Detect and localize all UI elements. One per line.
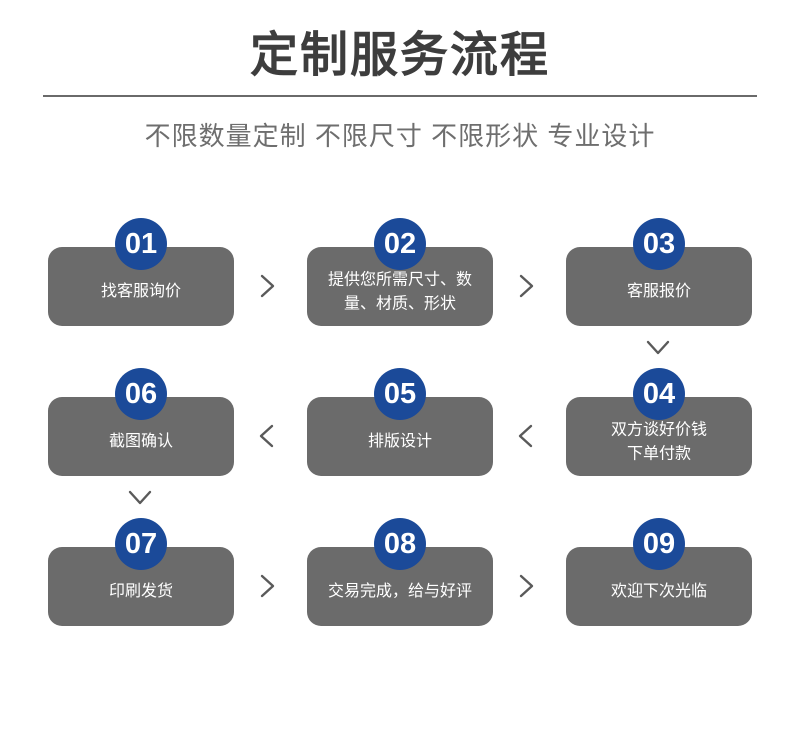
step-label: 截图确认: [108, 432, 173, 450]
page-title: 定制服务流程: [249, 29, 550, 82]
chevron-down-icon: [641, 335, 675, 361]
step-card-08[interactable]: 08 交易完成，给与好评: [307, 518, 493, 626]
step-label: 交易完成，给与好评: [327, 582, 472, 600]
step-number-badge: 06: [115, 368, 167, 420]
chevron-right-icon: [250, 569, 284, 603]
page-subtitle: 不限数量定制 不限尺寸 不限形状 专业设计: [144, 121, 656, 151]
step-label: 客服报价: [626, 282, 691, 300]
step-card-01[interactable]: 01 找客服询价: [48, 218, 234, 326]
chevron-left-icon: [509, 419, 543, 453]
step-label: 双方谈好价钱 下单付款: [610, 421, 707, 462]
step-number-badge: 03: [633, 218, 685, 270]
step-card-03[interactable]: 03 客服报价: [566, 218, 752, 326]
step-card-09[interactable]: 09 欢迎下次光临: [566, 518, 752, 626]
title-divider: [43, 95, 757, 97]
step-label: 印刷发货: [108, 582, 173, 600]
step-card-05[interactable]: 05 排版设计: [307, 368, 493, 476]
step-number-badge: 02: [374, 218, 426, 270]
step-number-badge: 07: [115, 518, 167, 570]
step-card-04[interactable]: 04 双方谈好价钱 下单付款: [566, 368, 752, 476]
step-number-badge: 05: [374, 368, 426, 420]
chevron-right-icon: [509, 269, 543, 303]
page-header: 定制服务流程 不限数量定制 不限尺寸 不限形状 专业设计: [0, 0, 800, 154]
step-label: 排版设计: [367, 432, 432, 450]
flow-row-2: 06 截图确认 05 排版设计 04 双方谈好价钱 下单付款: [0, 345, 800, 505]
chevron-right-icon: [250, 269, 284, 303]
step-card-07[interactable]: 07 印刷发货: [48, 518, 234, 626]
step-number-badge: 04: [633, 368, 685, 420]
step-card-06[interactable]: 06 截图确认: [48, 368, 234, 476]
chevron-left-icon: [250, 419, 284, 453]
step-number-badge: 08: [374, 518, 426, 570]
step-label: 提供您所需尺寸、数量、材质、形状: [327, 271, 472, 312]
step-label: 欢迎下次光临: [610, 582, 707, 600]
step-number-badge: 01: [115, 218, 167, 270]
flow-row-3: 07 印刷发货 08 交易完成，给与好评 09 欢迎下次光临: [0, 495, 800, 645]
chevron-down-icon: [123, 485, 157, 511]
chevron-right-icon: [509, 569, 543, 603]
step-number-badge: 09: [633, 518, 685, 570]
flow-row-1: 01 找客服询价 02 提供您所需尺寸、数量、材质、形状 03 客服报价: [0, 195, 800, 355]
step-card-02[interactable]: 02 提供您所需尺寸、数量、材质、形状: [307, 218, 493, 326]
flow-diagram: 01 找客服询价 02 提供您所需尺寸、数量、材质、形状 03 客服报价: [0, 195, 800, 645]
step-label: 找客服询价: [100, 282, 181, 300]
